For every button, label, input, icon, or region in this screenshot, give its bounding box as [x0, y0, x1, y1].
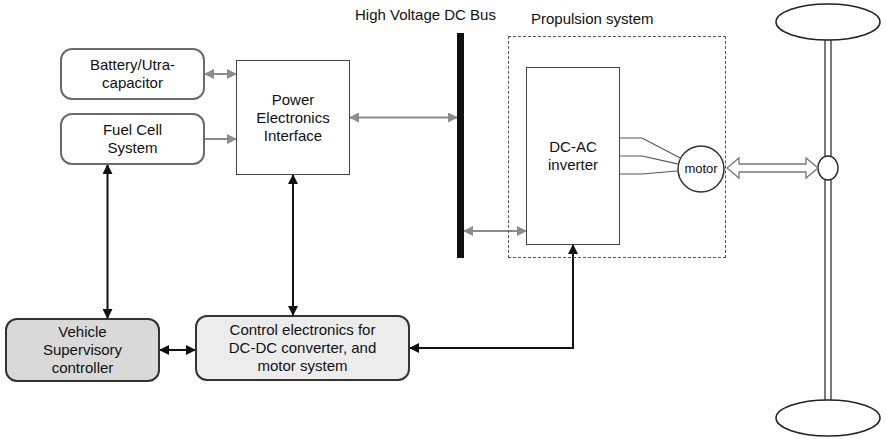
wheel-top [776, 4, 880, 40]
node-label: Fuel Cell System [88, 121, 178, 157]
motor-circle: motor [677, 145, 725, 193]
interface-box: Power Electronics Interface [236, 60, 350, 175]
dc-bus-bar: High Voltage DC Bus [457, 33, 464, 258]
controller-box: Vehicle Supervisory controller [5, 318, 160, 382]
phase-wire [620, 156, 678, 164]
hub [818, 156, 838, 180]
node-label: Power Electronics Interface [243, 91, 343, 145]
heading-label: High Voltage DC Bus [355, 6, 496, 24]
connector-arrow [464, 230, 526, 232]
propulsion-region: Propulsion systemDC-AC invertermotor [508, 36, 726, 258]
storage-box: Battery/Utra- capacitor [60, 48, 205, 100]
axle-line [830, 40, 831, 400]
node-label: Control electronics for DC-DC converter,… [223, 321, 383, 375]
connector-arrow [292, 175, 294, 315]
axle-line [824, 40, 825, 400]
heading-label: Propulsion system [531, 10, 654, 28]
node-label: DC-AC inverter [533, 138, 613, 174]
connector-arrow [410, 245, 573, 348]
connector-arrow [107, 165, 109, 318]
connector-arrow [160, 349, 195, 351]
connector-arrow [205, 138, 236, 140]
phase-wire [620, 138, 680, 158]
control-electronics-box: Control electronics for DC-DC converter,… [195, 315, 410, 381]
node-label: motor [684, 160, 717, 178]
shaft-arrow [727, 158, 818, 178]
fuel-cell-box: Fuel Cell System [60, 113, 205, 165]
connector-arrow [350, 117, 457, 119]
inverter-box: DC-AC inverter [526, 67, 620, 245]
connector-arrow [205, 73, 236, 75]
phase-wire [620, 171, 677, 174]
node-label: Battery/Utra- capacitor [73, 56, 193, 92]
node-label: Vehicle Supervisory controller [33, 323, 133, 377]
wheel-bottom [776, 400, 880, 436]
